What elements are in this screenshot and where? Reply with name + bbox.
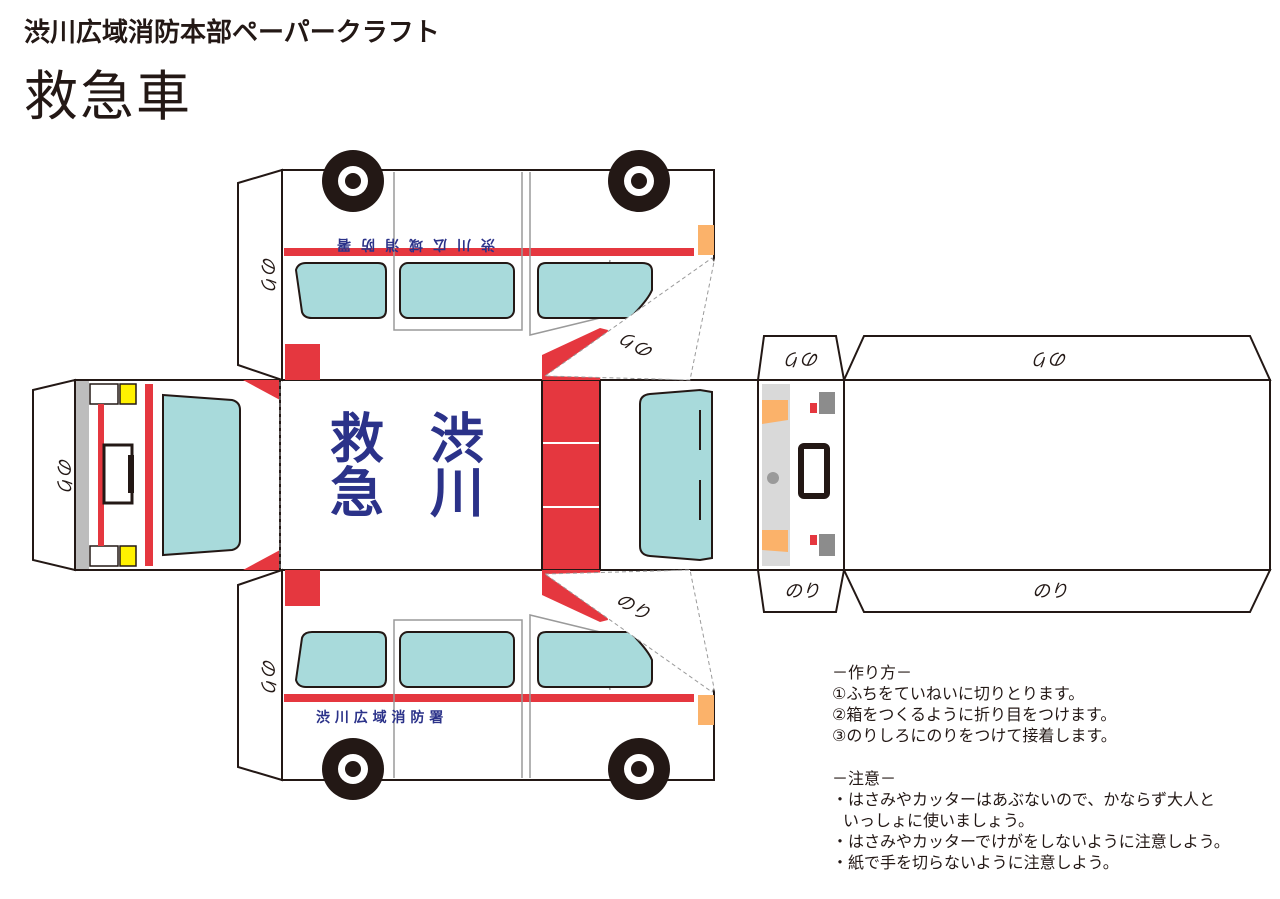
rear-panel: のり xyxy=(32,378,281,572)
caution-item: いっしょに使いましょう。 xyxy=(843,811,1035,830)
page-subtitle: 渋川広域消防本部ペーパークラフト xyxy=(24,18,440,48)
howto-heading: －作り方－ xyxy=(832,663,913,682)
glue-tab-front-bottom: のり xyxy=(784,581,820,602)
page-title: 救急車 xyxy=(24,65,192,128)
caution-heading: －注意－ xyxy=(832,769,897,788)
howto-step: ②箱をつくるように折り目をつけます。 xyxy=(832,705,1117,724)
caution-item: ・はさみやカッターはあぶないので、かならず大人と xyxy=(832,790,1216,809)
lower-side-lettering: 渋 川 広 域 消 防 署 xyxy=(316,709,443,726)
roof-text-shibukawa: 渋川 xyxy=(421,410,484,518)
glue-tabs: のり のり のり のり xyxy=(756,335,1272,613)
howto-step: ③のりしろにのりをつけて接着します。 xyxy=(832,726,1117,745)
front-face xyxy=(757,379,845,571)
caution-item: ・はさみやカッターでけがをしないように注意しよう。 xyxy=(832,832,1230,851)
glue-tab-underside-bottom: のり xyxy=(1032,581,1068,602)
glue-tab-rear: のり xyxy=(53,457,74,493)
glue-tab-front-top: のり xyxy=(784,348,820,369)
underside-panel xyxy=(843,379,1271,571)
glue-tab-underside-top: のり xyxy=(1032,348,1068,369)
lower-side-panel: のり のり 渋 川 広 域 消 防 署 xyxy=(237,568,715,800)
roof-red-band xyxy=(541,379,601,571)
caution-item: ・紙で手を切らないように注意しよう。 xyxy=(832,853,1119,872)
upper-side-panel: のり のり 渋川広域消防署 xyxy=(237,150,715,382)
upper-side-lettering: 渋川広域消防署 xyxy=(327,236,495,253)
instructions: －作り方－ ①ふちをていねいに切りとります。 ②箱をつくるように折り目をつけます… xyxy=(832,662,1230,873)
roof-panel: 渋川 救急 xyxy=(279,379,543,571)
roof-text-kyukyu: 救急 xyxy=(321,410,384,518)
glue-tab-lower-side: のり xyxy=(257,658,278,694)
howto-step: ①ふちをていねいに切りとります。 xyxy=(832,684,1085,703)
glue-tab-upper-side: のり xyxy=(257,256,278,292)
front-window-panel xyxy=(599,379,759,571)
